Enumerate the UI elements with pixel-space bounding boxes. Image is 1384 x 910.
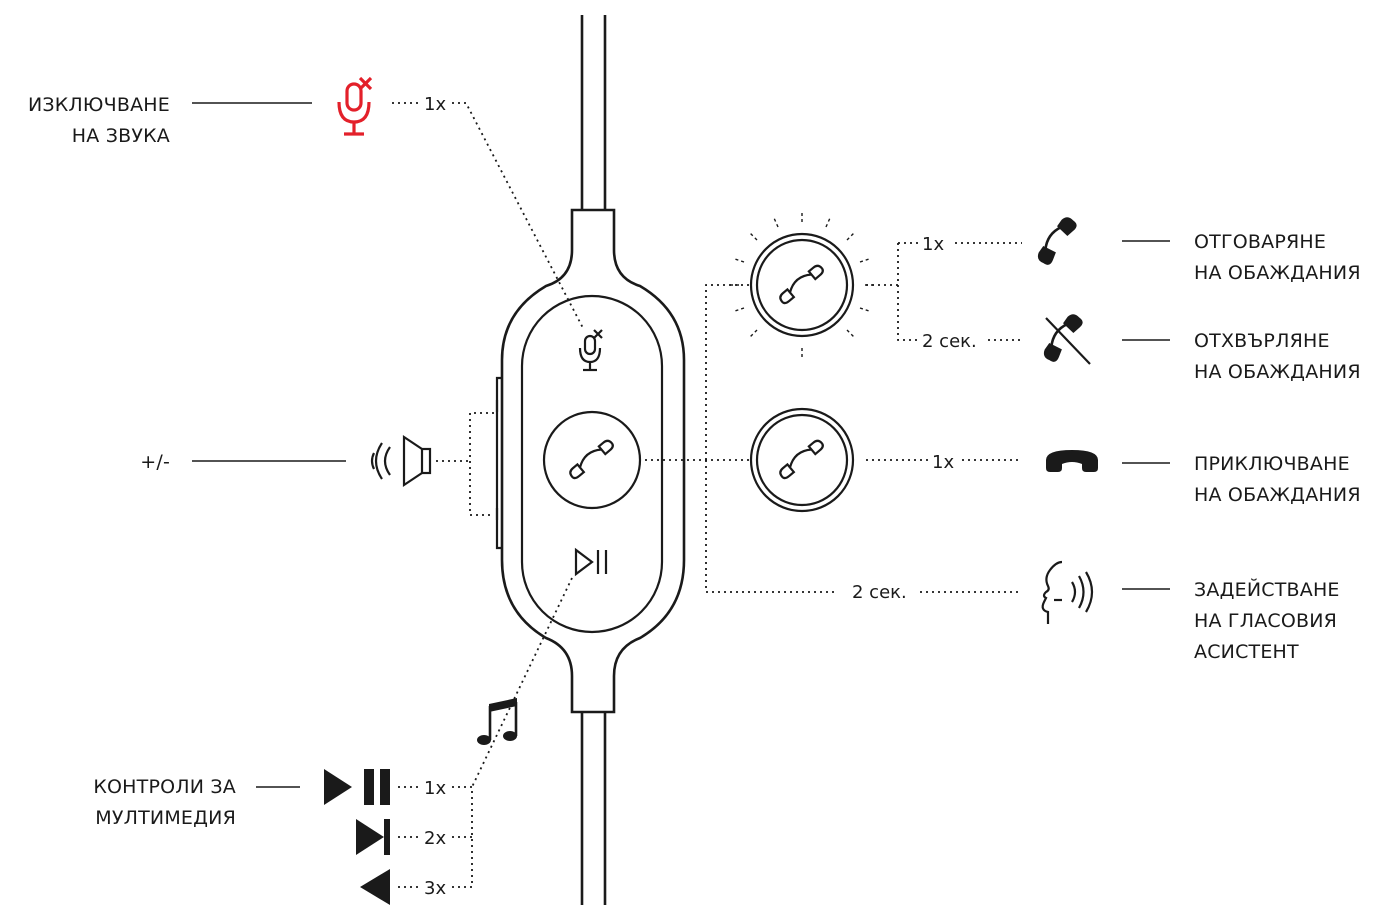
phone-handset-icon <box>1037 217 1077 265</box>
end-count: 1x <box>932 452 954 473</box>
mic-mute-icon <box>337 76 373 136</box>
voice-assistant-callout: 2 сек. ЗАДЕЙСТВАНЕ НА ГЛАСОВИЯ АСИСТЕНТ <box>852 560 1340 663</box>
answer-reject-branch <box>866 242 918 341</box>
mute-count: 1x <box>424 94 446 115</box>
answer-count: 1x <box>922 234 944 255</box>
voice-assistant-icon <box>1041 560 1094 624</box>
next-track-icon <box>356 819 390 855</box>
play-pause-icon <box>574 547 608 577</box>
ringing-rays <box>729 212 875 358</box>
media-prev-count: 3x <box>424 878 446 899</box>
reject-callout: 2 сек. ОТХВЪРЛЯНЕ НА ОБАЖДАНИЯ <box>922 314 1361 383</box>
answer-label-line1: ОТГОВАРЯНЕ <box>1194 231 1326 253</box>
end-call-icon <box>1046 450 1098 472</box>
mic-mute-icon <box>578 329 603 372</box>
volume-callout: +/- <box>140 412 494 516</box>
music-note-icon <box>477 698 518 745</box>
phone-handset-icon <box>569 439 614 480</box>
voice-count: 2 сек. <box>852 582 907 603</box>
ringing-call-button <box>729 212 875 358</box>
mute-callout: ИЗКЛЮЧВАНЕ НА ЗВУКА 1x <box>28 76 585 331</box>
mute-label-line1: ИЗКЛЮЧВАНЕ <box>28 94 170 116</box>
reject-label-line2: НА ОБАЖДАНИЯ <box>1194 361 1361 383</box>
cable <box>580 15 607 905</box>
end-call-callout: 1x ПРИКЛЮЧВАНЕ НА ОБАЖДАНИЯ <box>866 450 1361 506</box>
end-label-line1: ПРИКЛЮЧВАНЕ <box>1194 453 1350 475</box>
media-play-count: 1x <box>424 778 446 799</box>
reject-label-line1: ОТХВЪРЛЯНЕ <box>1194 330 1330 352</box>
speaker-volume-icon <box>370 434 432 488</box>
reject-call-icon <box>1043 314 1091 365</box>
media-next-count: 2x <box>424 828 446 849</box>
previous-track-icon <box>360 869 390 905</box>
reject-count: 2 сек. <box>922 331 977 352</box>
phone-handset-icon <box>779 439 824 480</box>
inline-remote <box>495 208 686 714</box>
mute-label-line2: НА ЗВУКА <box>72 125 170 147</box>
voice-label-line1: ЗАДЕЙСТВАНЕ <box>1194 578 1340 601</box>
remote-mute-button[interactable] <box>578 329 603 372</box>
phone-handset-icon <box>779 264 824 305</box>
volume-label: +/- <box>140 451 170 473</box>
answer-callout: 1x ОТГОВАРЯНЕ НА ОБАЖДАНИЯ <box>922 217 1361 284</box>
media-label-line2: МУЛТИМЕДИЯ <box>95 807 236 829</box>
voice-label-line3: АСИСТЕНТ <box>1194 641 1299 663</box>
media-callout: КОНТРОЛИ ЗА МУЛТИМЕДИЯ 1x 2x 3x <box>93 577 573 905</box>
media-label-line1: КОНТРОЛИ ЗА <box>93 776 236 798</box>
end-label-line2: НА ОБАЖДАНИЯ <box>1194 484 1361 506</box>
remote-play-pause-button[interactable] <box>574 547 608 577</box>
voice-label-line2: НА ГЛАСОВИЯ <box>1194 610 1337 632</box>
answer-label-line2: НА ОБАЖДАНИЯ <box>1194 262 1361 284</box>
remote-call-button[interactable] <box>542 410 642 510</box>
call-branches <box>645 284 838 593</box>
play-pause-icon <box>324 769 390 805</box>
in-call-button <box>749 407 855 513</box>
